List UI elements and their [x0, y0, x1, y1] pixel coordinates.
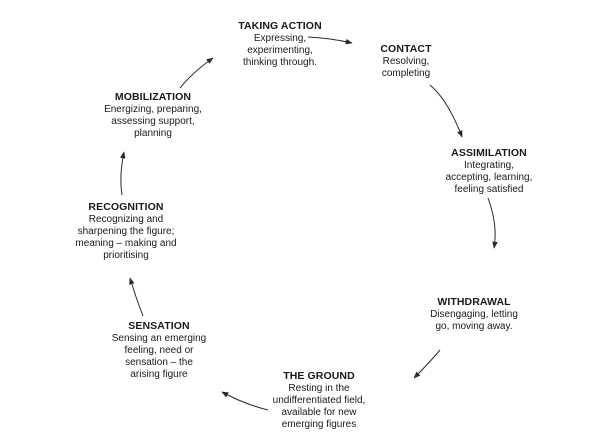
stage-contact: CONTACT Resolving, completing [358, 43, 454, 80]
stage-description: Integrating, accepting, learning, feelin… [445, 160, 533, 195]
stage-description: Energizing, preparing, assessing support… [104, 104, 202, 139]
arrow-withdrawal-to-the-ground [413, 349, 441, 379]
arrow-contact-to-assimilation [429, 84, 463, 138]
stage-description: Resolving, completing [381, 56, 431, 79]
arrow-mobilization-to-taking-action [179, 57, 214, 89]
stage-assimilation: ASSIMILATION Integrating, accepting, lea… [428, 147, 550, 196]
stage-title: MOBILIZATION [114, 91, 192, 103]
cycle-arrows [119, 36, 498, 411]
stage-description: Recognizing and sharpening the figure; m… [75, 214, 177, 261]
arrow-sensation-to-recognition [129, 277, 144, 317]
stage-title: THE GROUND [283, 370, 355, 382]
stage-title: SENSATION [128, 320, 190, 332]
stage-title: TAKING ACTION [238, 20, 322, 32]
stage-withdrawal: WITHDRAWAL Disengaging, letting go, movi… [412, 296, 536, 333]
arrow-the-ground-to-sensation [221, 391, 269, 411]
arrow-recognition-to-mobilization [119, 151, 126, 196]
stage-description: Expressing, experimenting, thinking thro… [243, 33, 317, 68]
stage-the-ground: THE GROUND Resting in the undifferentiat… [257, 370, 381, 431]
stage-title: ASSIMILATION [451, 147, 527, 159]
stage-description: Disengaging, letting go, moving away. [430, 309, 518, 332]
stage-description: Resting in the undifferentiated field, a… [272, 383, 366, 430]
stage-recognition: RECOGNITION Recognizing and sharpening t… [60, 201, 192, 262]
stage-sensation: SENSATION Sensing an emerging feeling, n… [97, 320, 221, 381]
arrow-assimilation-to-withdrawal [487, 197, 498, 249]
stage-description: Sensing an emerging feeling, need or sen… [111, 333, 207, 380]
stage-title: WITHDRAWAL [437, 296, 511, 308]
arrow-taking-action-to-contact [307, 36, 353, 45]
stage-taking-action: TAKING ACTION Expressing, experimenting,… [210, 20, 350, 69]
stage-title: CONTACT [380, 43, 432, 55]
stage-mobilization: MOBILIZATION Energizing, preparing, asse… [88, 91, 218, 140]
stage-title: RECOGNITION [88, 201, 164, 213]
